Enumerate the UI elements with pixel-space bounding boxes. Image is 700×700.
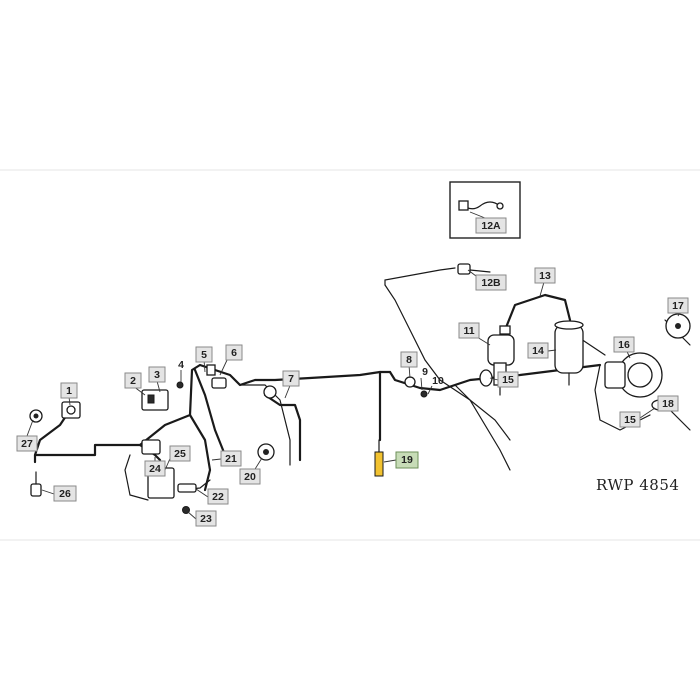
callout-1-label: 1 (66, 385, 72, 397)
callout-4-label: 4 (178, 359, 184, 371)
main-harness (33, 267, 691, 492)
callout-14: 14 (527, 342, 549, 359)
part-plug-26 (30, 471, 42, 497)
callout-3-label: 3 (154, 369, 160, 381)
callout-4: 4 (178, 359, 184, 371)
callout-22: 22 (207, 488, 229, 505)
callout-21: 21 (220, 450, 242, 467)
part-coil-14 (554, 320, 584, 386)
part-relay-2-3 (141, 389, 169, 411)
callout-22-label: 22 (212, 491, 224, 503)
callout-17-label: 17 (672, 300, 684, 312)
callout-15-lower-label: 15 (624, 414, 636, 426)
callout-25-label: 25 (174, 448, 186, 460)
callout-3: 3 (148, 366, 166, 383)
callout-11-label: 11 (463, 325, 474, 337)
callout-18: 18 (657, 395, 679, 412)
callout-18-label: 18 (662, 398, 674, 410)
callout-23: 23 (195, 510, 217, 527)
callout-5: 5 (195, 346, 213, 363)
part-alternator-16 (604, 352, 663, 398)
callout-26-label: 26 (59, 488, 71, 500)
callout-12a: 12A (475, 217, 507, 234)
callout-10-label: 10 (432, 375, 444, 387)
callout-2-label: 2 (130, 375, 136, 387)
callout-27-label: 27 (21, 438, 33, 450)
part-screw-23 (182, 506, 190, 514)
part-connector-22 (177, 483, 197, 493)
callout-1: 1 (60, 382, 78, 399)
part-connector-12b (457, 263, 491, 275)
callout-27: 27 (16, 435, 38, 452)
part-clip-4-5-6 (176, 364, 227, 389)
part-pulley-17 (665, 313, 691, 339)
part-switch-1 (61, 401, 81, 419)
callout-10: 10 (432, 375, 444, 387)
callout-6: 6 (225, 344, 243, 361)
callout-15-upper-label: 15 (502, 374, 514, 386)
callout-5-label: 5 (201, 349, 207, 361)
callout-15-lower: 15 (619, 411, 641, 428)
callout-12b: 12B (475, 274, 507, 291)
callout-24: 24 (144, 460, 166, 477)
callout-21-label: 21 (225, 453, 237, 465)
callout-24-label: 24 (149, 463, 161, 475)
part-harness-7 (263, 385, 302, 462)
callout-14-label: 14 (532, 345, 544, 357)
callout-12a-label: 12A (481, 220, 501, 232)
callout-16-label: 16 (618, 339, 630, 351)
callout-8: 8 (400, 351, 418, 368)
callout-13: 13 (534, 267, 556, 284)
part-sensor-19 (374, 439, 384, 477)
callout-17: 17 (667, 297, 689, 314)
callout-25: 25 (169, 445, 191, 462)
callout-19: 19 (395, 451, 419, 469)
callout-9: 9 (422, 366, 428, 378)
part-lead-13 (499, 293, 572, 335)
callout-6-label: 6 (231, 347, 237, 359)
callout-16: 16 (613, 336, 635, 353)
callout-8-label: 8 (406, 354, 412, 366)
part-bezel-27 (29, 409, 43, 423)
leader-lines (26, 269, 680, 520)
callout-11: 11 (458, 322, 480, 339)
callout-13-label: 13 (539, 270, 551, 282)
callout-23-label: 23 (200, 513, 212, 525)
drawing-code: RWP 4854 (596, 476, 679, 494)
part-sender-20 (257, 443, 275, 461)
callout-7: 7 (282, 370, 300, 387)
callout-9-label: 9 (422, 366, 428, 378)
callout-20: 20 (239, 468, 261, 485)
callout-7-label: 7 (288, 373, 294, 385)
callout-26: 26 (53, 485, 77, 502)
callout-20-label: 20 (244, 471, 256, 483)
callout-12b-label: 12B (481, 277, 501, 289)
callout-19-label: 19 (401, 454, 413, 466)
callout-15-upper: 15 (497, 371, 519, 388)
callout-2: 2 (124, 372, 142, 389)
